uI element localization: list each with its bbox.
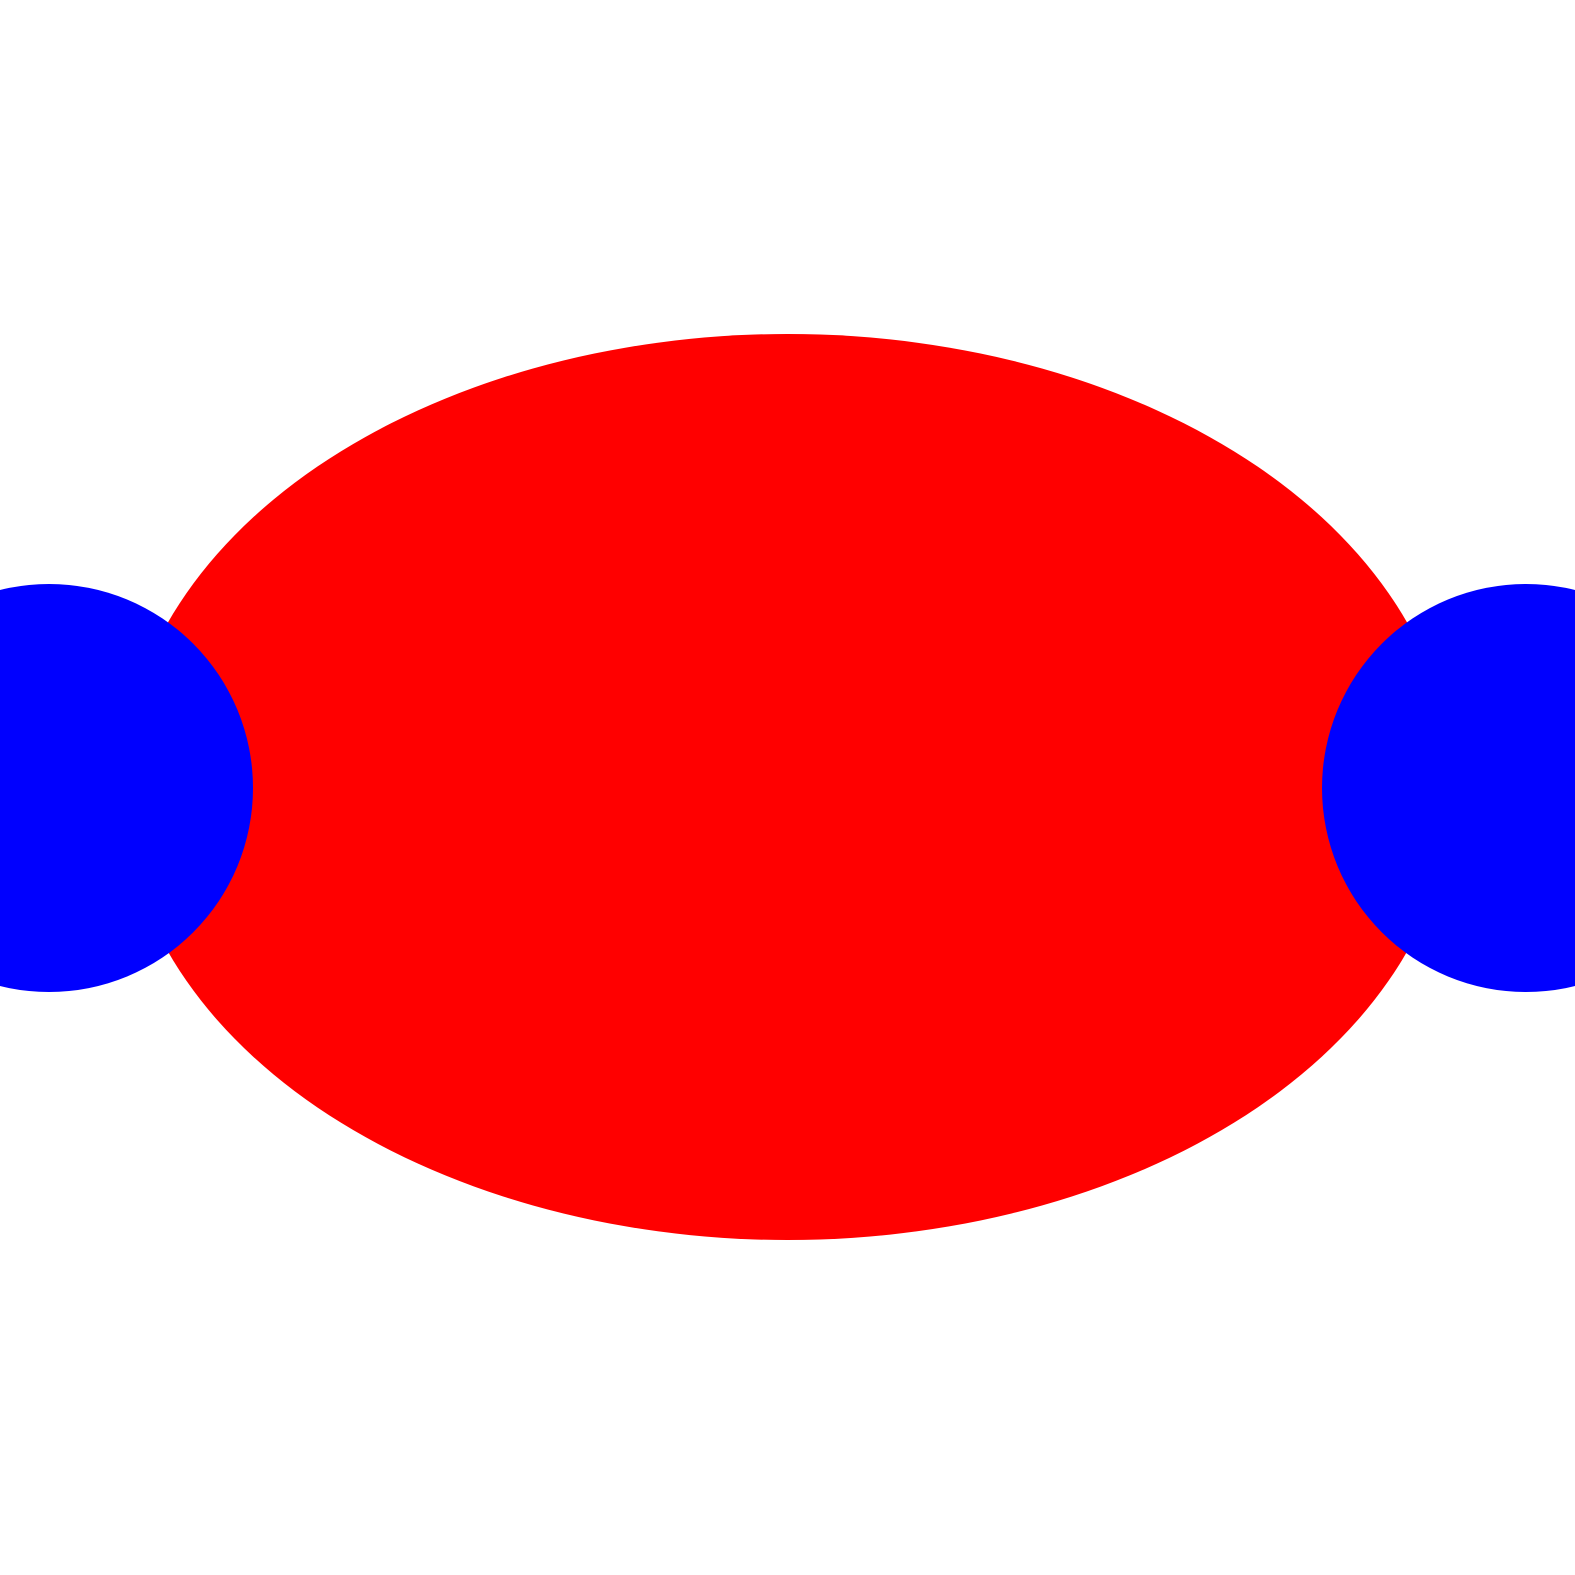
right-blue-circle (1322, 584, 1575, 992)
left-blue-circle (0, 584, 253, 992)
red-ellipse (122, 334, 1453, 1240)
